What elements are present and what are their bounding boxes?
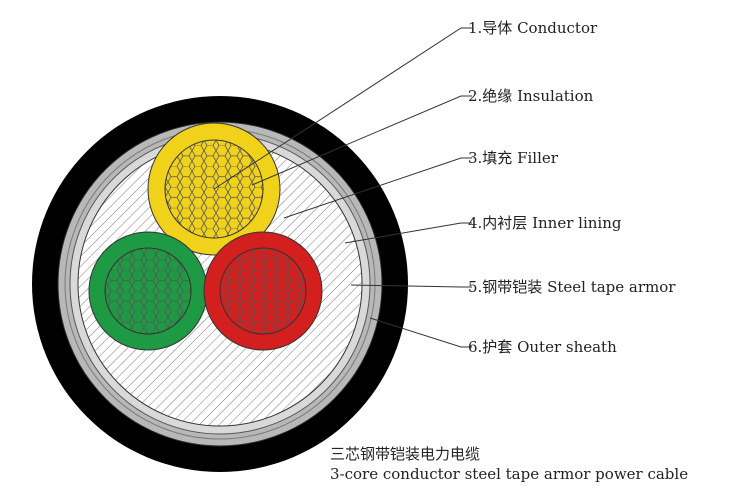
leader-line-filler	[283, 157, 472, 219]
label-outer-sheath: 6.护套 Outer sheath	[468, 338, 617, 356]
leader-line-insulation	[251, 95, 472, 186]
label-filler: 3.填充 Filler	[468, 149, 559, 167]
leader-line-inner-lining	[344, 222, 472, 244]
core-red	[203, 231, 323, 351]
caption-english: 3-core conductor steel tape armor power …	[330, 465, 689, 483]
label-inner-lining: 4.内衬层 Inner lining	[468, 214, 622, 232]
leader-line-outer-sheath	[369, 317, 472, 348]
conductor-green	[104, 247, 192, 335]
conductor-red	[219, 247, 307, 335]
leader-line-steel-tape-armor	[350, 284, 472, 288]
caption-chinese: 三芯钢带铠装电力电缆	[330, 445, 481, 463]
label-conductor: 1.导体 Conductor	[468, 19, 598, 37]
leader-line-conductor	[213, 27, 472, 190]
label-steel-tape-armor: 5.钢带铠装 Steel tape armor	[468, 278, 676, 296]
label-insulation: 2.绝缘 Insulation	[468, 87, 594, 105]
core-green	[88, 231, 208, 351]
